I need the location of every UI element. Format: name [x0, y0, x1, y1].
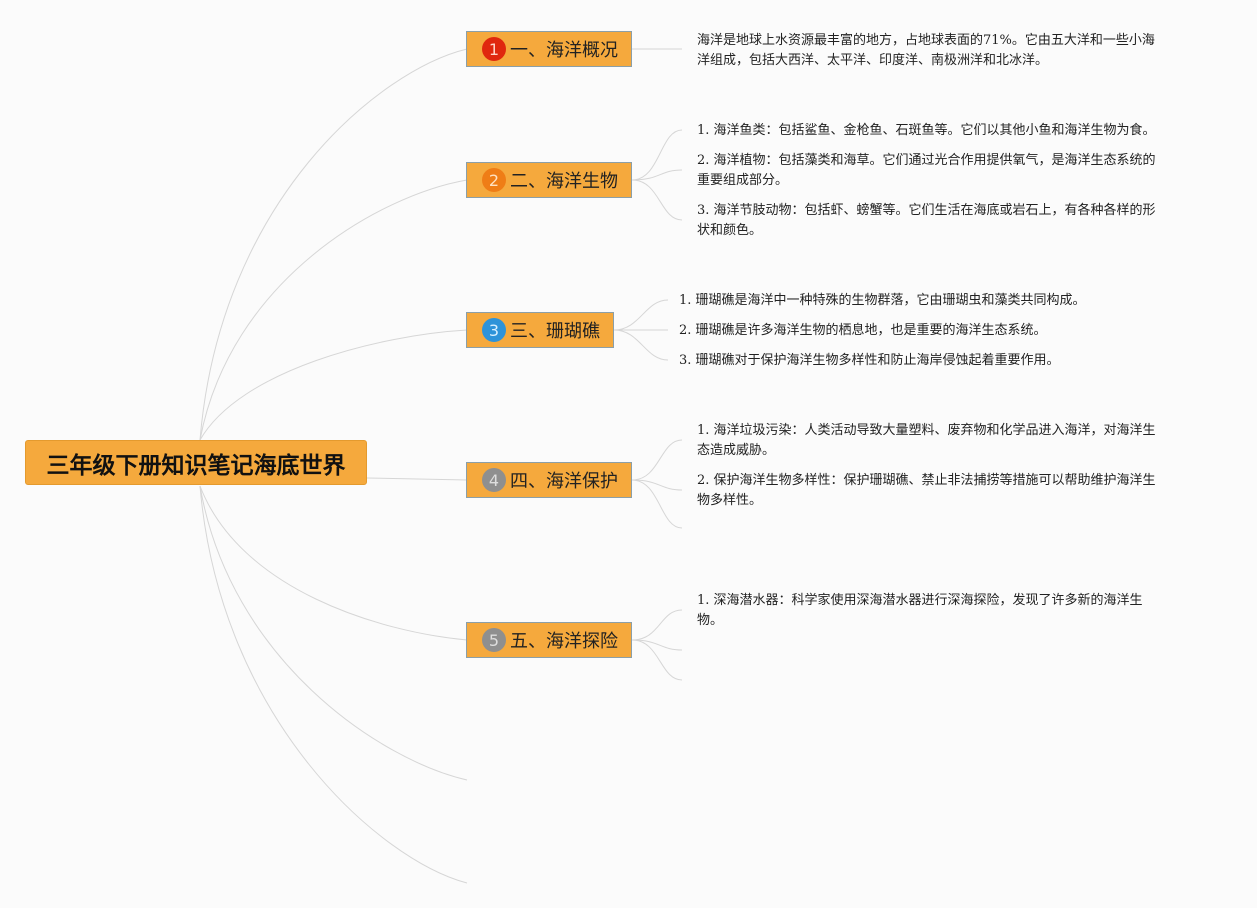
root-title: 三年级下册知识笔记海底世界	[46, 452, 346, 479]
note-line: 状和颜色。	[697, 223, 763, 238]
note-ocean-overview[interactable]: 海洋是地球上水资源最丰富的地方，占地球表面的71%。它由五大洋和一些小海 洋组成…	[697, 31, 1155, 71]
connector-topic-3-note-1	[613, 299, 669, 331]
connector-topic-5-note-1	[631, 609, 683, 641]
topic-5[interactable]: 5 五、海洋探险	[466, 622, 632, 658]
note-line: 2. 海洋植物：包括藻类和海草。它们通过光合作用提供氧气，是海洋生态系统的	[697, 153, 1156, 168]
connector-topic-2-note-3	[631, 179, 683, 221]
note-biodiversity[interactable]: 2. 保护海洋生物多样性：保护珊瑚礁、禁止非法捕捞等措施可以帮助维护海洋生 物多…	[697, 471, 1156, 511]
note-line: 2. 保护海洋生物多样性：保护珊瑚礁、禁止非法捕捞等措施可以帮助维护海洋生	[697, 473, 1156, 488]
connector-root-topic-5	[199, 485, 468, 641]
note-line: 物。	[697, 613, 724, 628]
note-coral-1[interactable]: 1. 珊瑚礁是海洋中一种特殊的生物群落，它由珊瑚虫和藻类共同构成。	[679, 291, 1086, 311]
note-line: 洋组成，包括大西洋、太平洋、印度洋、南极洲洋和北冰洋。	[697, 53, 1049, 68]
topic-3[interactable]: 3 三、珊瑚礁	[466, 312, 614, 348]
number-2-icon: 2	[482, 168, 506, 192]
note-marine-plants[interactable]: 2. 海洋植物：包括藻类和海草。它们通过光合作用提供氧气，是海洋生态系统的 重要…	[697, 151, 1156, 191]
note-marine-fish[interactable]: 1. 海洋鱼类：包括鲨鱼、金枪鱼、石斑鱼等。它们以其他小鱼和海洋生物为食。	[697, 121, 1156, 141]
number-5-icon: 5	[482, 628, 506, 652]
connector-root-topic-4	[366, 477, 468, 481]
note-ocean-pollution[interactable]: 1. 海洋垃圾污染：人类活动导致大量塑料、废弃物和化学品进入海洋，对海洋生 态造…	[697, 421, 1156, 461]
connector-topic-4-note-1	[631, 439, 683, 481]
note-coral-3[interactable]: 3. 珊瑚礁对于保护海洋生物多样性和防止海岸侵蚀起着重要作用。	[679, 351, 1060, 371]
connector-root-empty-1	[199, 485, 468, 781]
note-marine-arthropods[interactable]: 3. 海洋节肢动物：包括虾、螃蟹等。它们生活在海底或岩石上，有各种各样的形 状和…	[697, 201, 1156, 241]
connector-topic-2-note-1	[631, 129, 683, 181]
note-line: 1. 深海潜水器：科学家使用深海潜水器进行深海探险，发现了许多新的海洋生	[697, 593, 1143, 608]
topic-4[interactable]: 4 四、海洋保护	[466, 462, 632, 498]
topic-4-label: 四、海洋保护	[510, 471, 618, 492]
note-line: 2. 珊瑚礁是许多海洋生物的栖息地，也是重要的海洋生态系统。	[679, 323, 1047, 338]
connector-root-topic-2	[199, 179, 468, 441]
topic-2[interactable]: 2 二、海洋生物	[466, 162, 632, 198]
connector-root-topic-3	[199, 329, 468, 441]
number-1-icon: 1	[482, 37, 506, 61]
connector-topic-2-note-2	[631, 169, 683, 181]
topic-2-label: 二、海洋生物	[510, 171, 618, 192]
connector-topic-4-note-2	[631, 479, 683, 491]
connector-topic-5-note-3	[631, 639, 683, 681]
connector-topic-4-note-3	[631, 479, 683, 529]
topic-3-label: 三、珊瑚礁	[510, 321, 600, 342]
note-deep-sea-submersible[interactable]: 1. 深海潜水器：科学家使用深海潜水器进行深海探险，发现了许多新的海洋生 物。	[697, 591, 1143, 631]
number-3-icon: 3	[482, 318, 506, 342]
note-coral-2[interactable]: 2. 珊瑚礁是许多海洋生物的栖息地，也是重要的海洋生态系统。	[679, 321, 1047, 341]
note-line: 3. 珊瑚礁对于保护海洋生物多样性和防止海岸侵蚀起着重要作用。	[679, 353, 1060, 368]
note-line: 1. 海洋鱼类：包括鲨鱼、金枪鱼、石斑鱼等。它们以其他小鱼和海洋生物为食。	[697, 123, 1156, 138]
topic-5-label: 五、海洋探险	[510, 631, 618, 652]
number-4-icon: 4	[482, 468, 506, 492]
note-line: 1. 珊瑚礁是海洋中一种特殊的生物群落，它由珊瑚虫和藻类共同构成。	[679, 293, 1086, 308]
note-line: 物多样性。	[697, 493, 763, 508]
topic-1-label: 一、海洋概况	[510, 40, 618, 61]
connector-root-empty-2	[199, 485, 468, 884]
note-line: 1. 海洋垃圾污染：人类活动导致大量塑料、废弃物和化学品进入海洋，对海洋生	[697, 423, 1156, 438]
topic-1[interactable]: 1 一、海洋概况	[466, 31, 632, 67]
note-line: 态造成威胁。	[697, 443, 776, 458]
note-line: 海洋是地球上水资源最丰富的地方，占地球表面的71%。它由五大洋和一些小海	[697, 33, 1155, 48]
note-line: 重要组成部分。	[697, 173, 789, 188]
root-topic[interactable]: 三年级下册知识笔记海底世界	[25, 440, 367, 485]
connector-topic-3-note-3	[613, 329, 669, 361]
note-line: 3. 海洋节肢动物：包括虾、螃蟹等。它们生活在海底或岩石上，有各种各样的形	[697, 203, 1156, 218]
connector-root-topic-1	[199, 48, 468, 441]
